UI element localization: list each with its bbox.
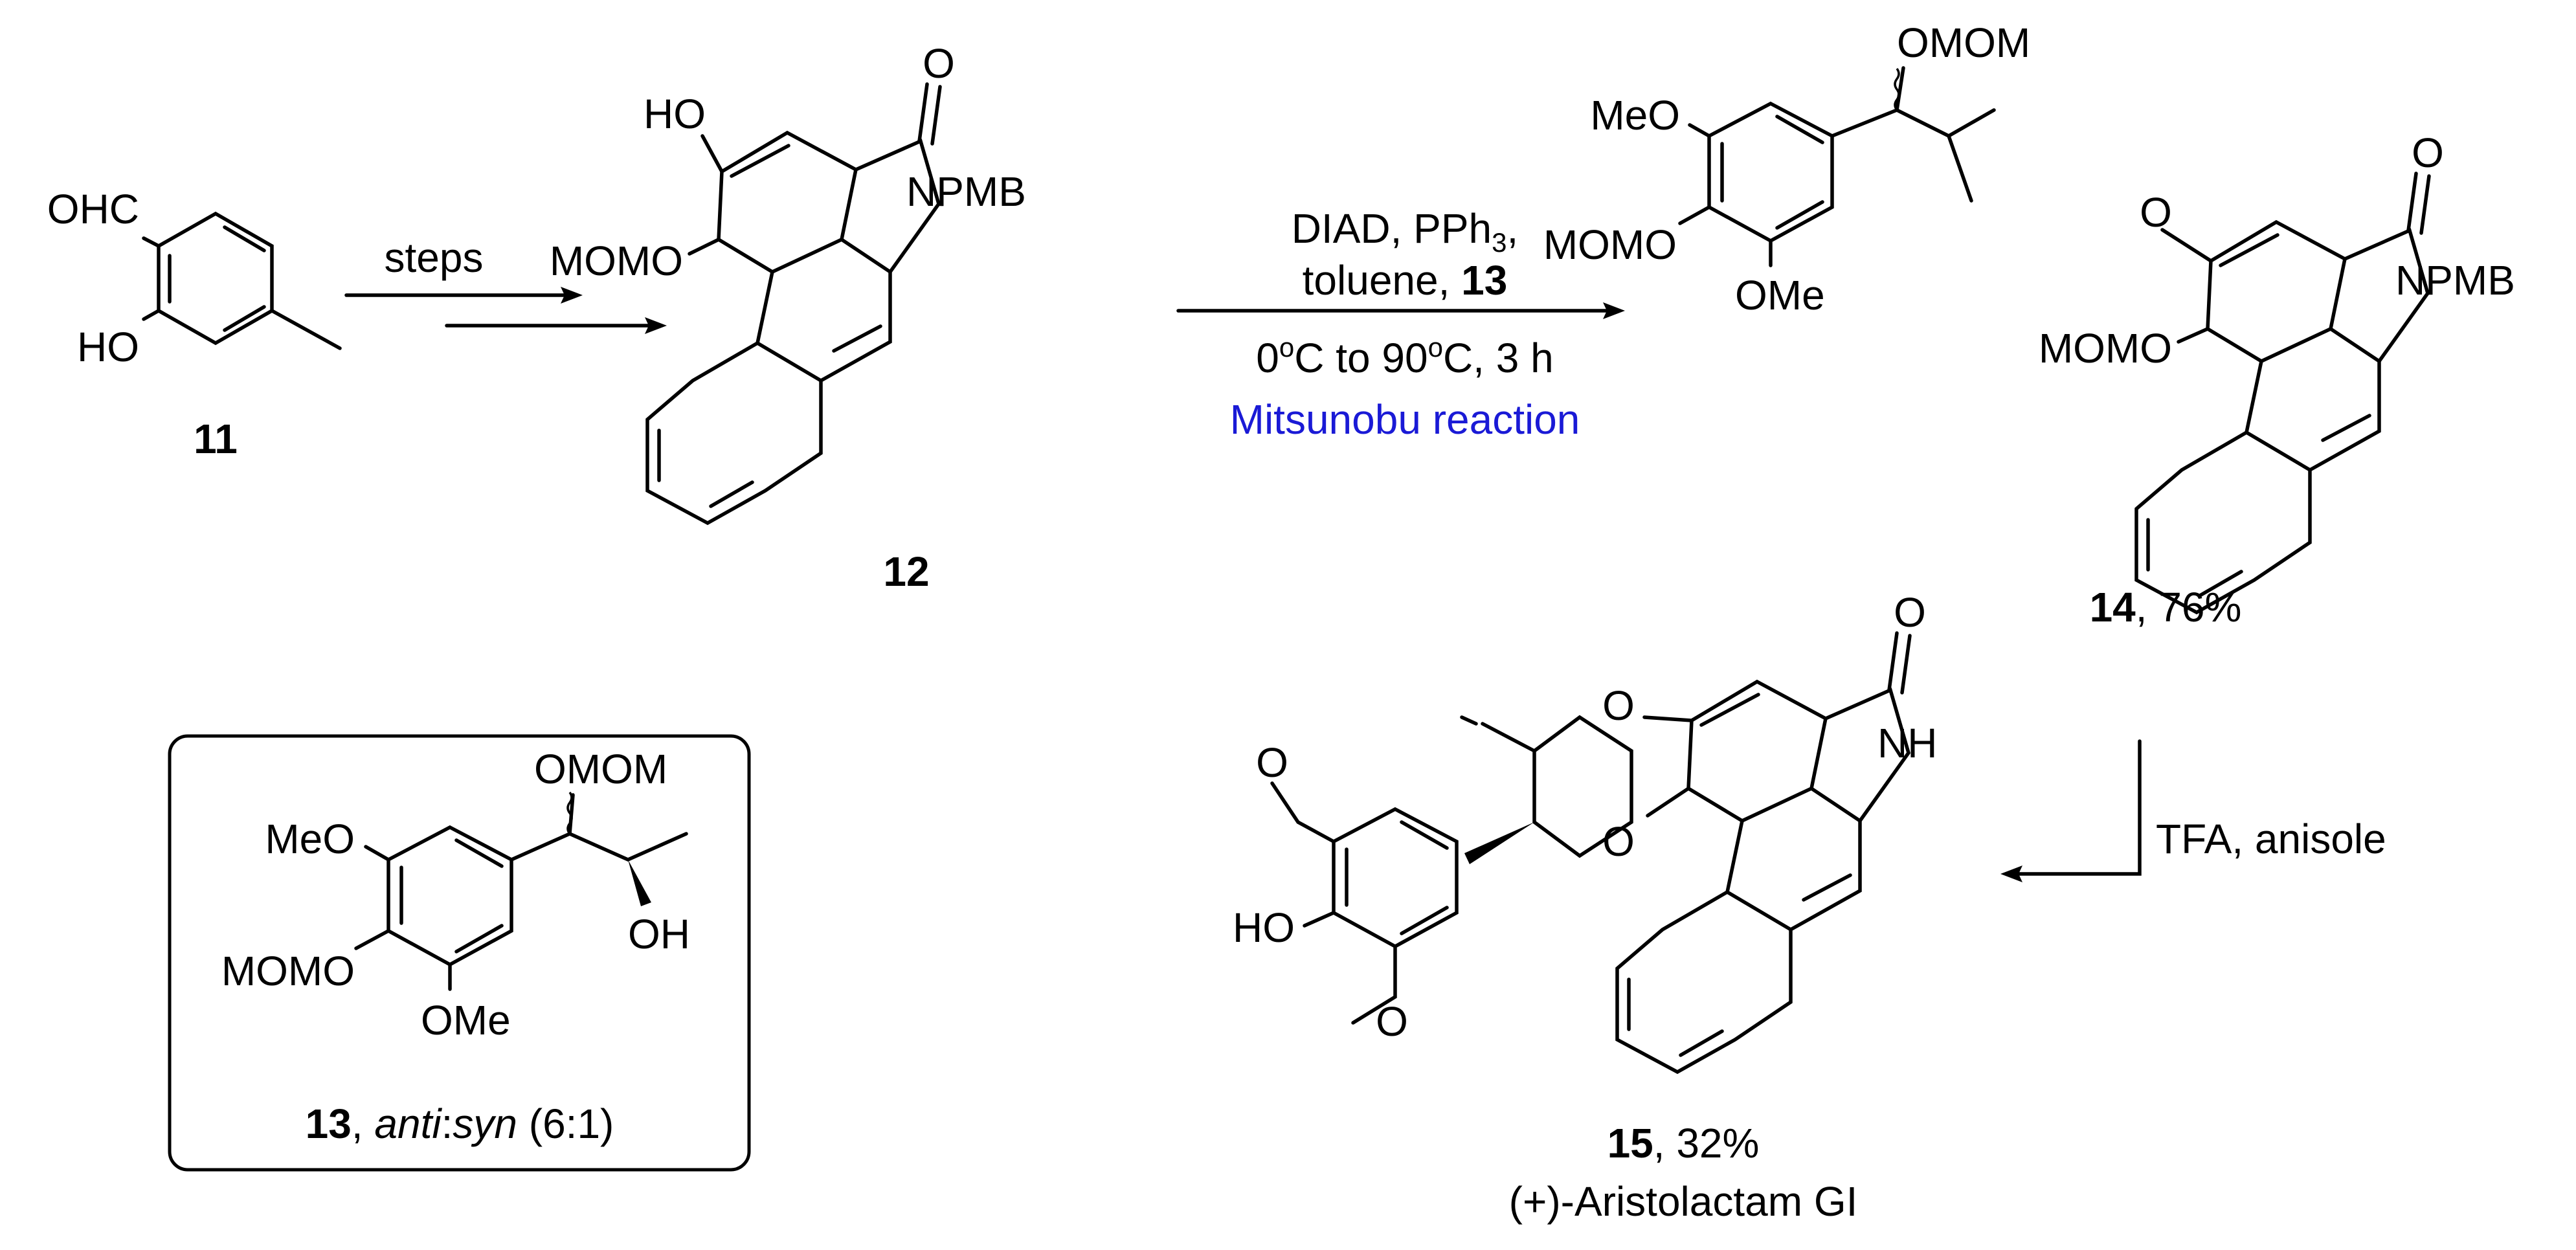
c15-o-ring-top: O — [1602, 682, 1635, 729]
c12-npmb-label: NPMB — [906, 168, 1026, 215]
c14-npmb-label: NPMB — [2395, 257, 2515, 304]
c12-o-carbonyl: O — [923, 40, 955, 87]
compound-13-caption: 13, anti:syn (6:1) — [306, 1100, 614, 1147]
c15-o-ome-bottom: O — [1376, 998, 1408, 1045]
arrow-steps-label: steps — [385, 234, 484, 281]
arrow-mitsunobu-conditions: 0oC to 90oC, 3 h — [1256, 332, 1553, 381]
c14-omom-top: OMOM — [1897, 19, 2030, 66]
compound-12-number: 12 — [883, 548, 929, 595]
c14-ome-label: OMe — [1735, 272, 1825, 318]
compound-14: OMOM MeO MOMO OMe O MOMO O NPMB 14, 76% — [1543, 19, 2515, 631]
arrow-tfa-label: TFA, anisole — [2156, 816, 2386, 862]
c15-ho-label: HO — [1233, 904, 1295, 951]
compound-15-caption: 15, 32% — [1607, 1120, 1760, 1166]
c13-momo-label: MOMO — [221, 948, 355, 994]
compound-14-caption: 14, 76% — [2090, 584, 2242, 631]
c13-meo-label: MeO — [265, 816, 355, 862]
compound-11: OHC HO 11 — [47, 186, 342, 462]
c15-o-ring-bottom: O — [1602, 818, 1635, 865]
c14-meo-label: MeO — [1590, 92, 1680, 139]
c14-momo-aryl: MOMO — [1543, 221, 1677, 268]
c15-o-ome-top: O — [1256, 739, 1288, 786]
c11-oh-label: HO — [77, 324, 139, 370]
compound-12: O HO MOMO NPMB 12 — [550, 40, 1026, 595]
c13-omom-top: OMOM — [534, 746, 667, 792]
c14-momo-core: MOMO — [2039, 325, 2172, 372]
c14-o-link: O — [2140, 189, 2172, 236]
c15-o-carbonyl: O — [1894, 589, 1926, 636]
c14-o-carbonyl: O — [2412, 129, 2444, 176]
c15-nh-label: NH — [1877, 720, 1937, 766]
arrow-mitsunobu-name: Mitsunobu reaction — [1230, 396, 1580, 443]
arrow-mitsunobu-reagents-1: DIAD, PPh3, — [1292, 205, 1519, 258]
c11-cho-label: OHC — [47, 186, 139, 232]
compound-13-box: OMOM MeO MOMO OMe OH 13, anti:syn (6:1) — [168, 734, 751, 1172]
compound-15-name: (+)-Aristolactam GI — [1509, 1178, 1858, 1225]
arrow-mitsunobu-reagents-2: toluene, 13 — [1303, 257, 1508, 304]
c13-oh-label: OH — [628, 911, 690, 957]
arrow-tfa: TFA, anisole — [2000, 739, 2386, 882]
compound-11-number: 11 — [194, 416, 238, 462]
c12-oh-label: HO — [644, 91, 706, 137]
arrow-mitsunobu: DIAD, PPh3, toluene, 13 0oC to 90oC, 3 h… — [1176, 205, 1625, 443]
compound-15: O O O NH O HO O 15, 32% (+)-Aristolactam… — [1233, 589, 1937, 1225]
arrow-steps: steps — [344, 234, 667, 334]
c12-omom-label: MOMO — [550, 238, 683, 284]
c13-ome-label: OMe — [421, 997, 511, 1044]
